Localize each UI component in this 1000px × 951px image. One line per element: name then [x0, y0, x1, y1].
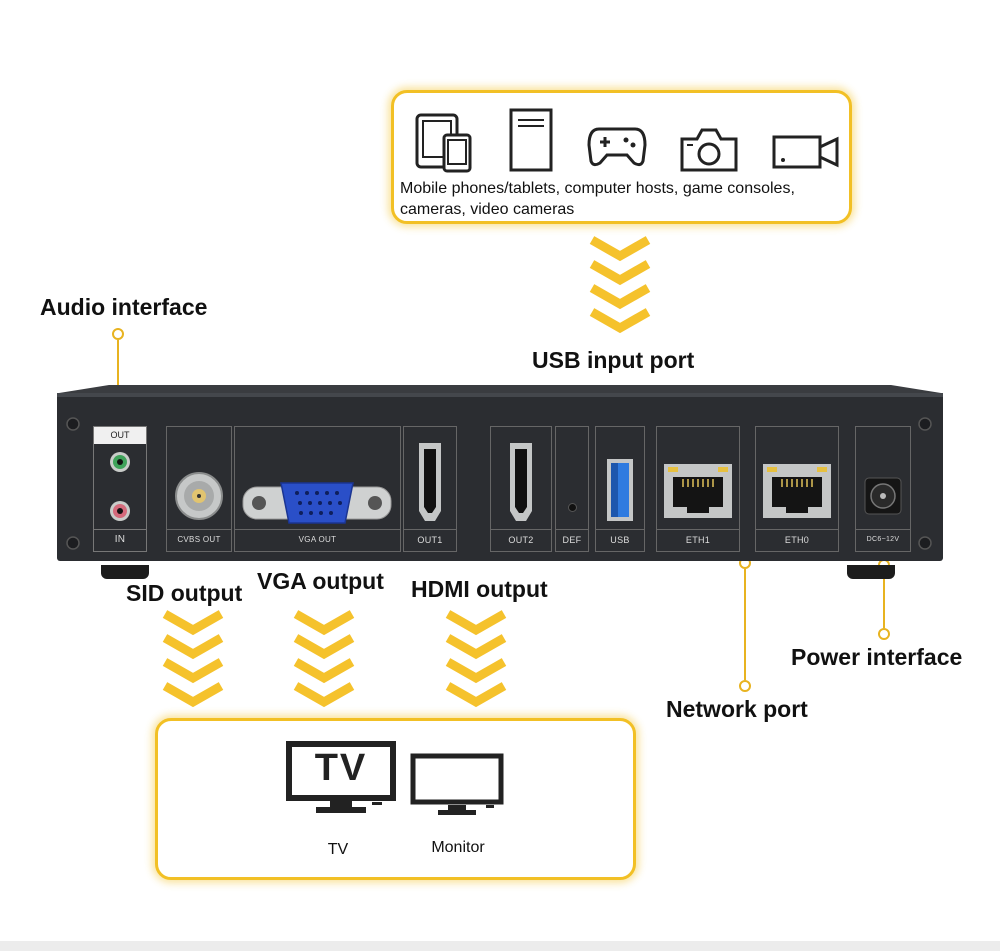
hdmi-out1-panel: OUT1	[403, 426, 457, 552]
phone-tablet-icon	[414, 111, 476, 173]
audio-in-jack	[108, 499, 132, 523]
usb-input-chevrons	[588, 234, 652, 334]
cvbs-out-label: CVBS OUT	[177, 535, 221, 544]
usb-connector	[605, 457, 635, 523]
audio-in-label: IN	[114, 534, 126, 545]
eth0-panel: ETH0	[755, 426, 839, 552]
tv-icon	[286, 741, 396, 821]
sid-output-chevrons	[161, 608, 225, 708]
vga-output-label: VGA output	[257, 568, 384, 594]
audio-out-label: OUT	[110, 430, 130, 440]
eth0-label: ETH0	[784, 535, 810, 545]
vga-output-chevrons	[292, 608, 356, 708]
hdmi-out2-connector	[504, 441, 538, 523]
sid-output-label: SID output	[126, 580, 243, 606]
dc-panel: DC6~12V	[855, 426, 911, 552]
bnc-connector	[174, 471, 224, 521]
audio-out-jack	[108, 450, 132, 474]
out2-label: OUT2	[508, 535, 534, 545]
tv-icon-text: TV	[314, 747, 368, 789]
cvbs-panel: CVBS OUT	[166, 426, 232, 552]
usb-input-port-label: USB input port	[532, 347, 695, 373]
eth1-label: ETH1	[685, 535, 711, 545]
def-panel: DEF	[555, 426, 589, 552]
source-devices-text: Mobile phones/tablets, computer hosts, g…	[400, 180, 795, 218]
usb-panel: USB	[595, 426, 645, 552]
display-devices-box: TV TV Monitor	[155, 718, 636, 880]
def-reset-button[interactable]	[568, 503, 577, 512]
computer-tower-icon	[508, 107, 554, 173]
out1-label: OUT1	[417, 535, 443, 545]
hdmi-output-chevrons	[444, 608, 508, 708]
hdmi-out2-panel: OUT2	[490, 426, 552, 552]
dc-label: DC6~12V	[866, 536, 900, 543]
dc-jack	[864, 477, 902, 515]
bottom-strip	[0, 941, 1000, 951]
video-camera-icon	[771, 133, 841, 171]
gamepad-icon	[587, 125, 647, 169]
tv-label: TV	[327, 841, 349, 858]
eth1-panel: ETH1	[656, 426, 740, 552]
audio-interface-label: Audio interface	[40, 294, 208, 320]
def-label: DEF	[562, 535, 582, 545]
hdmi-output-label: HDMI output	[411, 576, 548, 602]
vga-out-label: VGA OUT	[298, 535, 337, 544]
monitor-icon	[410, 753, 504, 823]
device-foot-right	[847, 565, 895, 579]
audio-panel: OUT IN	[93, 426, 147, 552]
network-port-label: Network port	[666, 696, 808, 722]
source-devices-box: Mobile phones/tablets, computer hosts, g…	[391, 90, 852, 224]
usb-label: USB	[610, 535, 630, 545]
camera-icon	[679, 127, 739, 173]
vga-panel: VGA OUT	[234, 426, 401, 552]
vga-connector	[241, 481, 393, 525]
hdmi-out1-connector	[413, 441, 447, 523]
eth1-connector	[663, 463, 733, 519]
power-interface-label: Power interface	[791, 644, 963, 670]
eth0-connector	[762, 463, 832, 519]
device-foot-left	[101, 565, 149, 579]
monitor-label: Monitor	[431, 839, 485, 856]
